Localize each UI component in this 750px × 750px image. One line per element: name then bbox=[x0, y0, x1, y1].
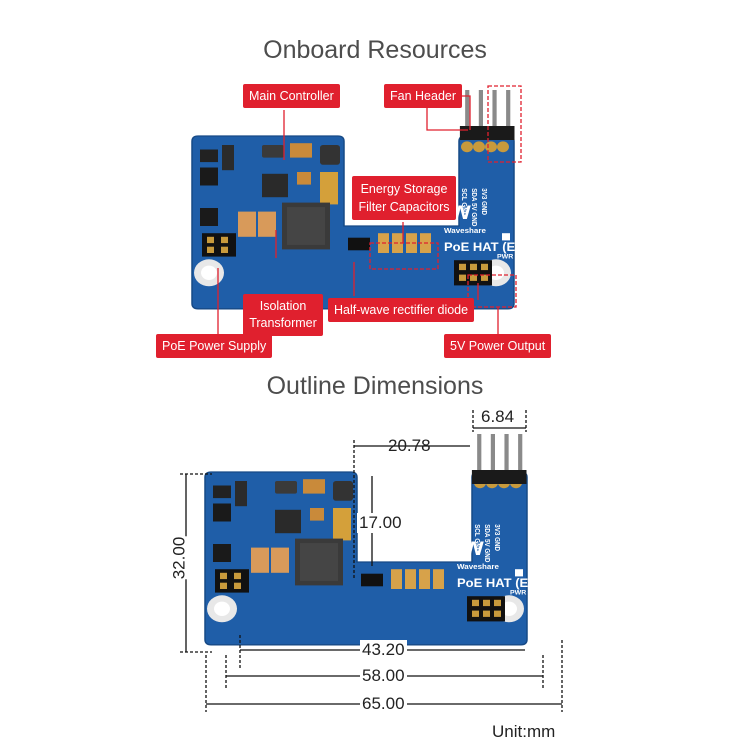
unit-label: Unit:mm bbox=[492, 722, 556, 741]
dim-hole-spacing: 43.20 bbox=[360, 640, 407, 660]
isolation-transformer-label: Isolation Transformer bbox=[249, 299, 317, 330]
dim-notch-height: 17.00 bbox=[357, 513, 404, 533]
dim-total-width: 65.00 bbox=[360, 694, 407, 714]
bottom-pcb-board bbox=[204, 471, 534, 646]
outline-dimensions-title: Outline Dimensions bbox=[266, 372, 484, 400]
top-fan-header bbox=[459, 90, 515, 140]
dim-header-offset: 20.78 bbox=[388, 436, 431, 455]
top-pcb-board bbox=[191, 135, 521, 310]
dim-inner-width: 58.00 bbox=[360, 666, 407, 686]
onboard-resources-title: Onboard Resources bbox=[263, 36, 487, 64]
power-output-callout: 5V Power Output bbox=[444, 334, 552, 358]
main-controller-callout: Main Controller bbox=[243, 84, 340, 108]
bottom-fan-header bbox=[471, 434, 527, 484]
dim-fan-width: 6.84 bbox=[481, 407, 515, 426]
poe-power-supply-callout: PoE Power Supply bbox=[156, 334, 273, 358]
isolation-transformer-callout: Isolation Transformer bbox=[243, 294, 323, 336]
leader-lines bbox=[217, 85, 522, 336]
rectifier-diode-callout: Half-wave rectifier diode bbox=[328, 298, 475, 322]
energy-storage-callout: Energy Storage Filter Capacitors bbox=[352, 176, 456, 220]
fan-header-callout: Fan Header bbox=[384, 84, 463, 108]
energy-storage-label: Energy Storage Filter Capacitors bbox=[358, 182, 450, 214]
dim-height: 32.00 bbox=[169, 536, 190, 580]
